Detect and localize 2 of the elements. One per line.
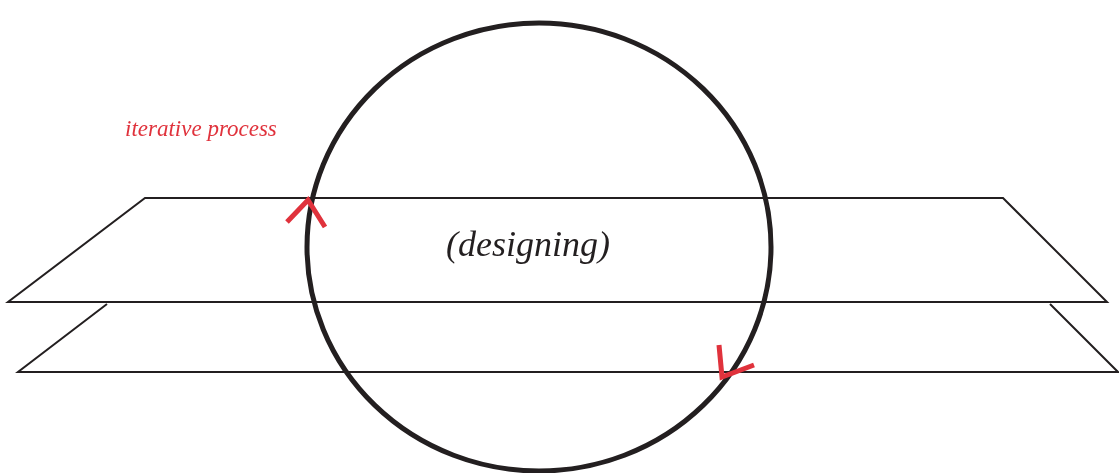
center-label: (designing) <box>446 226 610 262</box>
annotation-text: iterative process <box>125 117 277 140</box>
